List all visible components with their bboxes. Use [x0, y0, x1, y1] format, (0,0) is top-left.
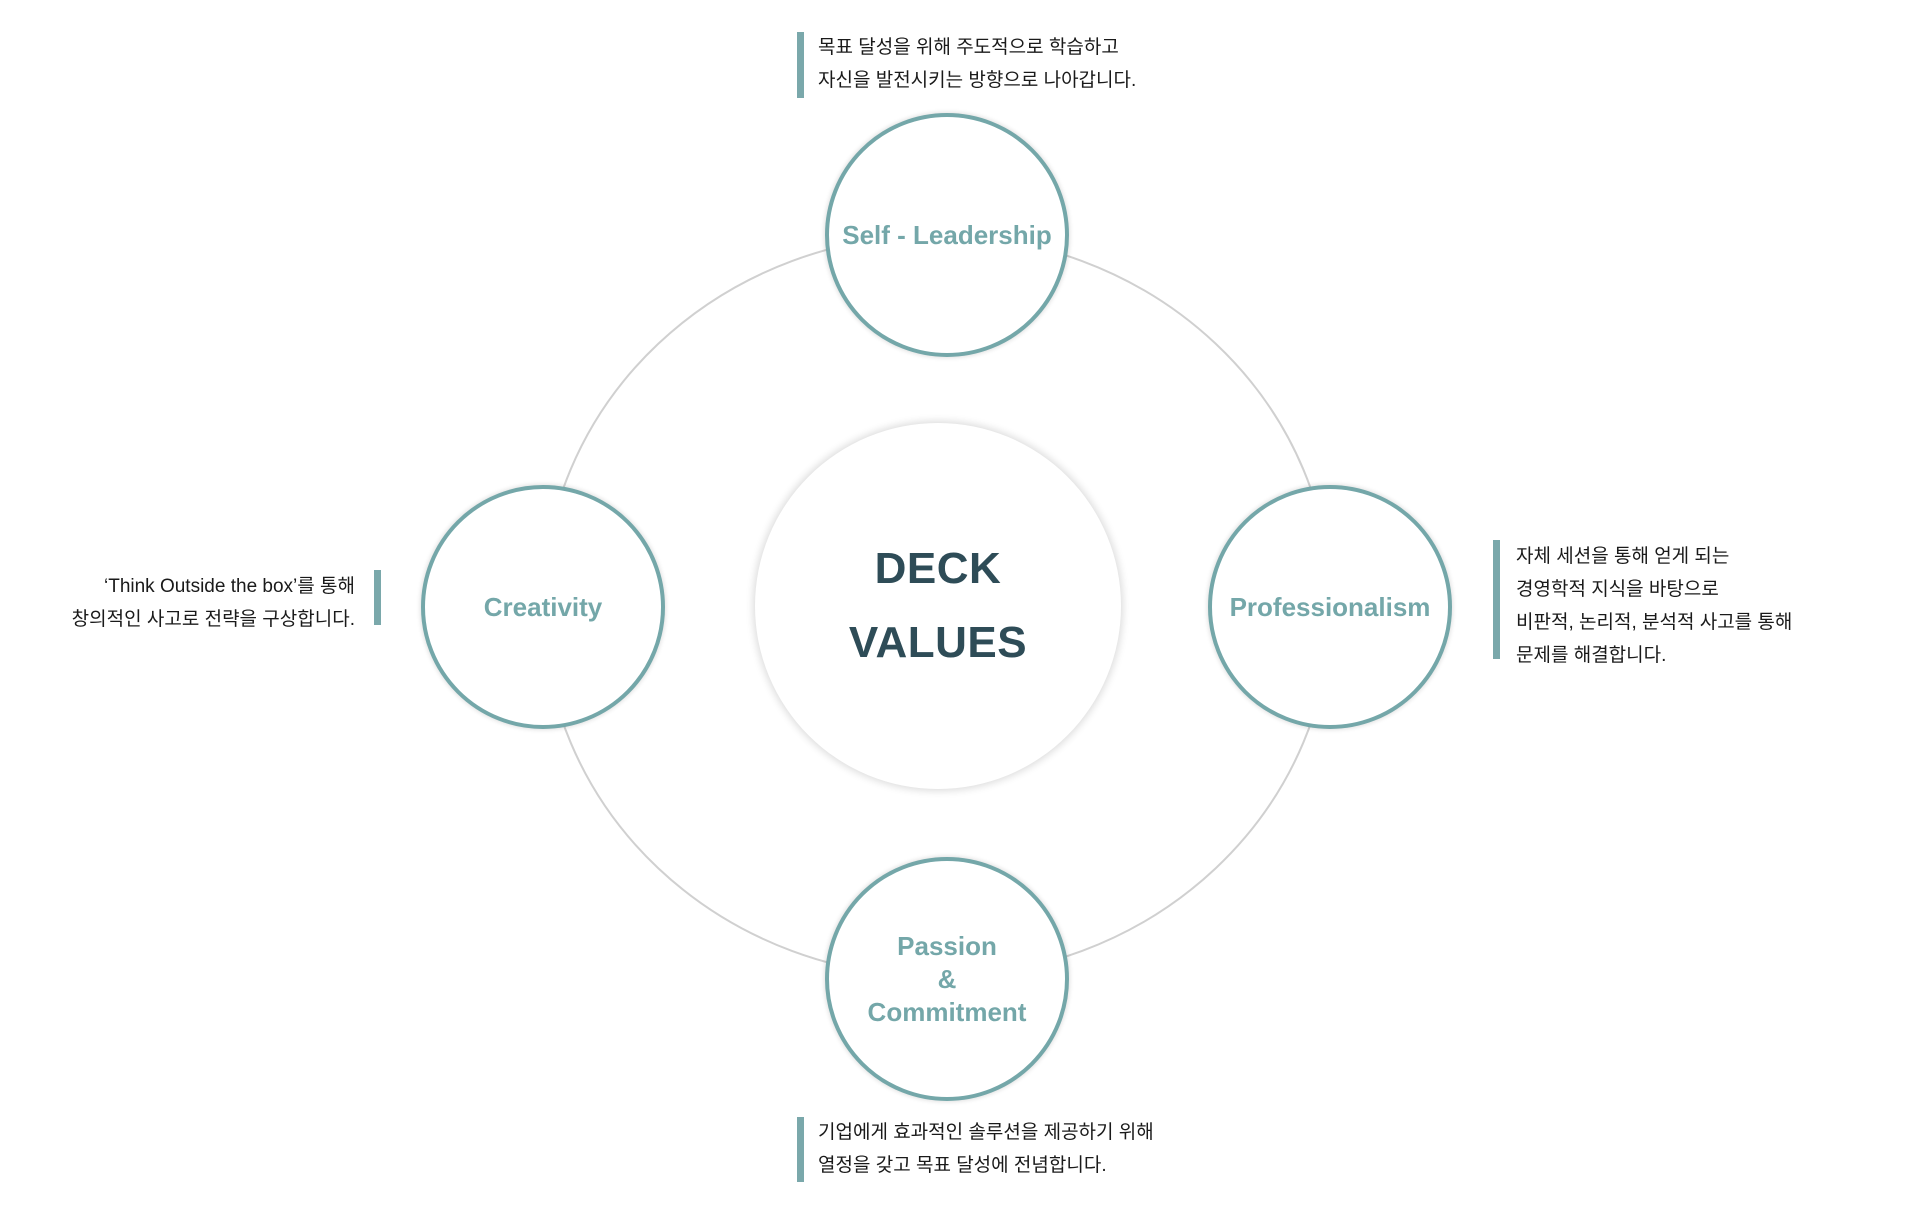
description-line: 열정을 갖고 목표 달성에 전념합니다.	[818, 1155, 1107, 1176]
value-node-creativity: Creativity	[421, 485, 665, 729]
accent-bar	[797, 32, 804, 98]
node-label: Professionalism	[1229, 591, 1431, 622]
node-label: &	[937, 963, 957, 994]
value-node-passion-commitment: Passion & Commitment	[825, 857, 1069, 1101]
center-circle: DECK VALUES	[755, 423, 1121, 789]
description-passion-commitment: 기업에게 효과적인 솔루션을 제공하기 위해 열정을 갖고 목표 달성에 전념합…	[818, 1116, 1154, 1182]
description-line: 문제를 해결합니다.	[1516, 645, 1667, 666]
node-label: Commitment	[867, 996, 1027, 1027]
accent-bar	[374, 570, 381, 625]
accent-bar	[1493, 540, 1500, 659]
description-line: 목표 달성을 위해 주도적으로 학습하고	[818, 37, 1119, 58]
description-line: 자체 세션을 통해 얻게 되는	[1516, 546, 1730, 567]
description-line: 창의적인 사고로 전략을 구상합니다.	[71, 609, 355, 630]
description-line: ‘Think Outside the box’를 통해	[104, 576, 355, 597]
node-label: Passion	[897, 930, 997, 961]
description-line: 경영학적 지식을 바탕으로	[1516, 579, 1719, 600]
description-line: 자신을 발전시키는 방향으로 나아갑니다.	[818, 70, 1137, 91]
center-title-line-1: DECK	[874, 544, 1002, 593]
node-label: Self - Leadership	[842, 219, 1052, 250]
value-node-self-leadership: Self - Leadership	[825, 113, 1069, 357]
description-line: 기업에게 효과적인 솔루션을 제공하기 위해	[818, 1122, 1154, 1143]
node-label: Creativity	[483, 591, 603, 622]
description-creativity: ‘Think Outside the box’를 통해 창의적인 사고로 전략을…	[72, 570, 355, 636]
accent-bar	[797, 1117, 804, 1182]
value-node-professionalism: Professionalism	[1208, 485, 1452, 729]
description-self-leadership: 목표 달성을 위해 주도적으로 학습하고 자신을 발전시키는 방향으로 나아갑니…	[818, 31, 1136, 97]
center-title-line-2: VALUES	[848, 618, 1028, 667]
description-professionalism: 자체 세션을 통해 얻게 되는 경영학적 지식을 바탕으로 비판적, 논리적, …	[1516, 540, 1792, 672]
description-line: 비판적, 논리적, 분석적 사고를 통해	[1516, 612, 1793, 633]
